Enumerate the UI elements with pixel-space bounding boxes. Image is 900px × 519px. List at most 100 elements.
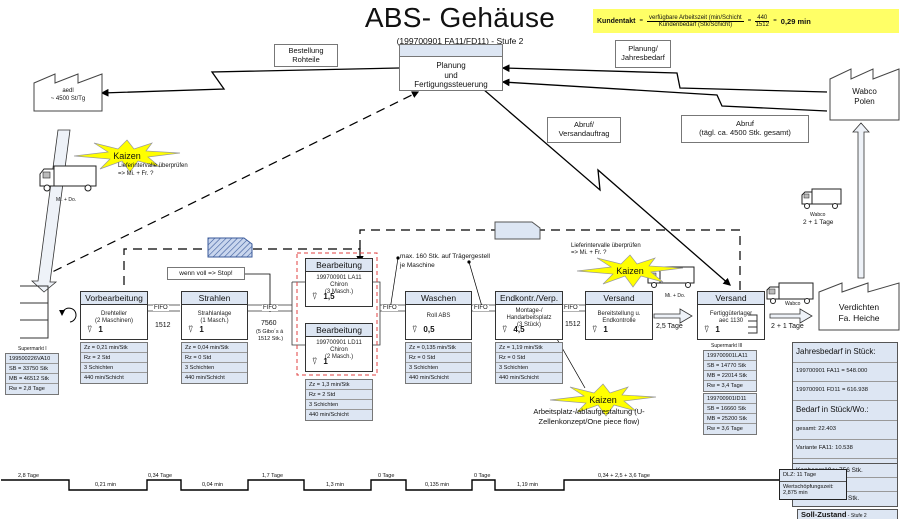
- parallel-machining-group: [296, 252, 378, 376]
- process-box-versand-1: Versand Bereitstellung u.Endkontrolle ⍢1: [585, 291, 653, 340]
- data-row: SB = 16660 Stk: [704, 404, 756, 414]
- process-body-line: 199700901 LD11: [316, 340, 362, 346]
- lead-time-total: DLZ: 11 Tage: [780, 470, 846, 482]
- data-row: Rw = 3,4 Tage: [704, 381, 756, 391]
- process-title: Waschen: [406, 292, 471, 305]
- push-arrow-customer: [769, 308, 813, 324]
- ppc-line: Planung: [436, 61, 466, 70]
- info-box-line: Planung/: [628, 44, 658, 54]
- kaizen-note-line: => Mi. + Fr. ?: [118, 171, 154, 177]
- takt-equals: =: [773, 18, 777, 24]
- kaizen-pointer: [552, 331, 586, 389]
- data-row: 3 Schichten: [496, 363, 562, 373]
- operator-count: 1,5: [323, 292, 335, 301]
- wabco-truck-time: 2 + 1 Tage: [803, 219, 834, 226]
- process-body-line: (2 Maschinen): [94, 318, 133, 325]
- process-body-line: Handarbeitsplatz: [506, 315, 552, 322]
- data-row: 3 Schichten: [182, 363, 247, 373]
- customer-takt-formula: Kundentakt = verfügbare Arbeitszeit (min…: [593, 9, 899, 33]
- value-add-label: Wertschöpfungszeit:: [783, 483, 834, 490]
- customer-location: Polen: [854, 97, 875, 107]
- kaizen-note-line: Lieferintervalle überprüfen: [571, 243, 641, 249]
- truck-icon-customer: [766, 282, 814, 304]
- fifo-label: FIFO: [153, 305, 169, 311]
- operator-icon: ⍢: [704, 324, 710, 334]
- weekly-demand-row: gesamt: 22.403: [793, 421, 897, 440]
- timeline-process: 0,135 min: [425, 482, 450, 488]
- factory-icon: [818, 282, 900, 331]
- process-data-endkontrolle: Zz = 1,19 min/Stk Rz = 0 Std 3 Schichten…: [495, 342, 563, 384]
- process-body-line: (2 Masch.): [324, 354, 354, 361]
- note-carrier-line: max. 160 Stk. auf Trägergestell: [400, 253, 490, 260]
- process-body-line: Chiron: [330, 347, 348, 354]
- data-row: Zz = 0,21 min/Stk: [81, 343, 147, 353]
- operator-count: 4,5: [513, 325, 525, 334]
- info-box-line: Abruf/: [573, 120, 594, 130]
- data-row: Rz = 0 Std: [496, 353, 562, 363]
- process-title: Versand: [698, 292, 764, 305]
- kaizen-burst-icon: [576, 254, 684, 288]
- ppc-line: Fertigungssteuerung: [414, 80, 488, 90]
- process-body-line: Roll ABS: [426, 313, 451, 319]
- kaizen-burst-icon: [549, 383, 657, 417]
- kaizen-label: Kaizen: [113, 151, 141, 161]
- process-box-waschen: Waschen Roll ABS ⍢0,5: [405, 291, 472, 340]
- data-row: 199500226VA10: [6, 354, 58, 364]
- takt-numerator: verfügbare Arbeitszeit (min/Schicht: [647, 14, 744, 22]
- data-row: Zz = 1,3 min/Stk: [306, 380, 372, 390]
- data-row: 199700901LA11: [704, 351, 756, 361]
- data-row: Rw = 3,6 Tage: [704, 424, 756, 434]
- data-row: 440 min/Schicht: [496, 373, 562, 383]
- info-box-annual-planning: Planung/ Jahresbedarf: [615, 40, 671, 68]
- data-row: 440 min/Schicht: [182, 373, 247, 383]
- data-row: SB = 14770 Stk: [704, 361, 756, 371]
- kaizen-note-line: => Mi. + Fr. ?: [571, 250, 607, 256]
- data-row: Rz = 0 Std: [182, 353, 247, 363]
- factory-icon: [33, 73, 103, 112]
- data-row: 3 Schichten: [406, 363, 471, 373]
- timeline-wait: 0 Tage: [474, 473, 491, 479]
- data-row: MB = 22014 Stk: [704, 371, 756, 381]
- info-box-line: Versandauftrag: [558, 129, 610, 138]
- process-title: Strahlen: [182, 292, 247, 305]
- customer-wabco-factory: Wabco Polen: [829, 65, 900, 121]
- info-flow-dispatch: [482, 88, 731, 286]
- supermarket-1-label: Supermarkt I: [18, 346, 47, 352]
- kaizen-burst-1: Kaizen: [72, 139, 182, 173]
- timeline-process: 1,3 min: [326, 482, 345, 488]
- process-body-line: (3 Masch.): [324, 289, 354, 296]
- annual-demand-row: 199700901 FA11 = 548.000: [793, 363, 897, 382]
- production-control-box: Planung und Fertigungssteuerung: [399, 44, 503, 91]
- customer-truck-label: Wabco: [785, 301, 801, 307]
- process-body-line: (1 Masch.): [200, 318, 229, 325]
- info-flow-call: [501, 78, 828, 112]
- process-data-vorbearbeitung: Zz = 0,21 min/Stk Rz = 2 Std 3 Schichten…: [80, 342, 148, 384]
- process-body-line: 199700901 LA11: [316, 275, 362, 281]
- supplier-factory: aedl ~ 4500 St/Tg: [33, 70, 103, 112]
- kaizen-note-line: Arbeitsplatz-/ablaufgestaltung (U-: [533, 407, 645, 416]
- customer-name: Verdichten: [838, 302, 880, 312]
- state-stage: - Stufe 2: [846, 513, 867, 519]
- data-row: 199700901ID11: [704, 394, 756, 404]
- weekly-demand-row: Variante FA11: 10.538: [793, 440, 897, 459]
- wabco-shipment-arrow: [852, 122, 870, 279]
- operator-count: 1: [199, 325, 204, 334]
- operator-icon: ⍢: [188, 324, 194, 334]
- timeline-process: 0,21 min: [95, 482, 117, 488]
- info-box-line: Bestellung: [288, 45, 324, 55]
- process-data-bearbeitung: Zz = 1,3 min/Stk Rz = 2 Std 3 Schichten …: [305, 379, 373, 421]
- data-row: MB = 25200 Stk: [704, 414, 756, 424]
- truck-icon-supplier: [39, 165, 97, 192]
- customer-location: Fa. Heiche: [838, 312, 880, 323]
- timeline-process: 0,04 min: [202, 482, 224, 488]
- process-body-line: Fertiggüterlager: [709, 311, 753, 317]
- lead-time-ladder: [1, 479, 780, 491]
- customer-transit-time: 2 + 1 Tage: [771, 323, 804, 330]
- operator-count: 1: [603, 325, 608, 334]
- fifo-label: FIFO: [473, 305, 489, 311]
- process-data-strahlen: Zz = 0,04 min/Stk Rz = 0 Std 3 Schichten…: [181, 342, 248, 384]
- process-body-line: Drehteller: [100, 311, 127, 317]
- note-stop-when-full: wenn voll => Stop!: [167, 267, 245, 280]
